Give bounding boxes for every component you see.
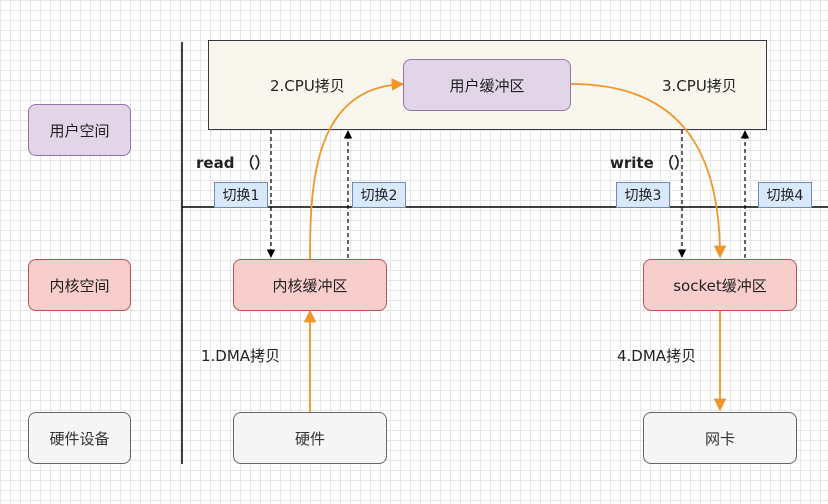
cpu-copy-2-arrow	[309, 78, 405, 260]
switch-1-badge: 切换1	[214, 182, 268, 208]
cpu-copy-3-label: 3.CPU拷贝	[662, 77, 737, 95]
user-buffer-box: 用户缓冲区	[403, 59, 571, 111]
hardware-box: 硬件	[233, 412, 387, 464]
nic-box: 网卡	[643, 412, 797, 464]
switch-3-badge: 切换3	[616, 182, 670, 208]
user-space-layer: 用户空间	[28, 104, 131, 156]
switch-2-badge: 切换2	[352, 182, 406, 208]
kernel-buffer-box: 内核缓冲区	[233, 259, 387, 311]
cpu-copy-2-label: 2.CPU拷贝	[270, 77, 345, 95]
dma-copy-4-label: 4.DMA拷贝	[617, 347, 697, 365]
read-call-label: read （）	[196, 154, 270, 172]
socket-buffer-box: socket缓冲区	[643, 259, 797, 311]
switch-4-badge: 切换4	[758, 182, 812, 208]
dma-copy-1-label: 1.DMA拷贝	[201, 347, 281, 365]
write-call-label: write （）	[610, 154, 689, 172]
hardware-layer: 硬件设备	[28, 412, 131, 464]
cpu-copy-3-arrow	[570, 83, 727, 259]
kernel-space-layer: 内核空间	[28, 259, 131, 311]
